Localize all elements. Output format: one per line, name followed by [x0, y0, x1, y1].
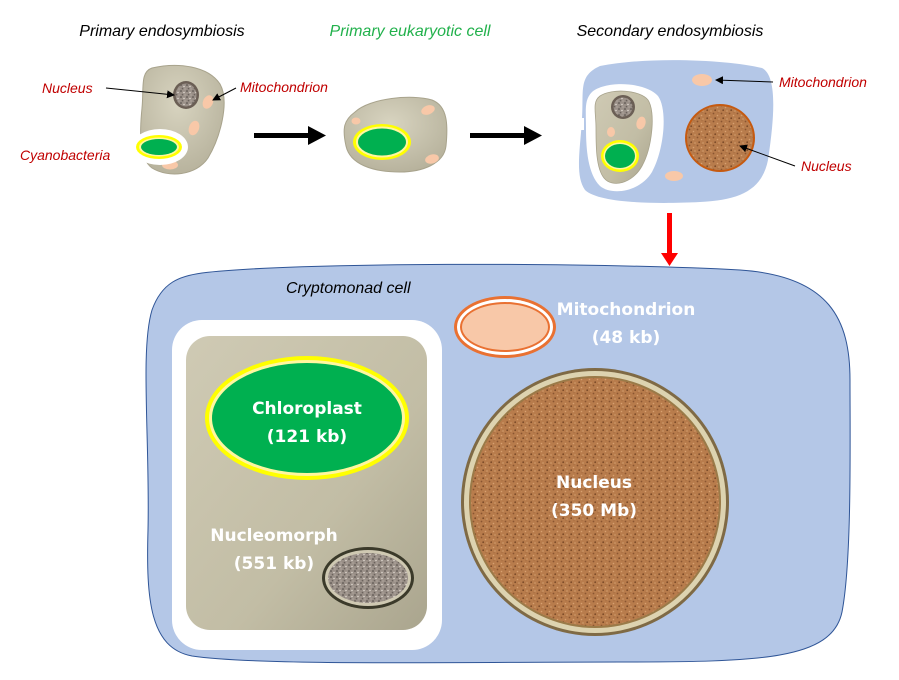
- chloroplast-label: Chloroplast: [252, 399, 362, 419]
- nucleus: [461, 368, 729, 636]
- nucleomorph: [322, 547, 414, 609]
- arrow-down-icon: [661, 213, 678, 266]
- label-nucleus-right: Nucleus: [801, 158, 852, 174]
- mitochondrion: [454, 296, 556, 358]
- mitochondrion-label: Mitochondrion: [557, 300, 696, 320]
- nucleus-label: Nucleus: [556, 473, 632, 493]
- chloroplast: [205, 356, 409, 480]
- primary-eukaryotic-cell: [343, 96, 448, 173]
- arrow-right-icon: [470, 126, 542, 145]
- chloroplast-size: (121 kb): [267, 427, 347, 447]
- label-nucleus-left: Nucleus: [42, 80, 93, 96]
- pointer-arrow-icon: [739, 144, 796, 167]
- pointer-arrow-icon: [715, 76, 774, 85]
- heading-secondary-endosymbiosis: Secondary endosymbiosis: [577, 23, 764, 40]
- heading-primary-endosymbiosis: Primary endosymbiosis: [79, 23, 244, 40]
- label-cyanobacteria: Cyanobacteria: [20, 147, 110, 163]
- pointer-arrow-icon: [105, 87, 175, 99]
- arrow-right-icon: [254, 126, 326, 145]
- heading-primary-eukaryotic-cell: Primary eukaryotic cell: [330, 23, 491, 40]
- secondary-endosymbiosis-cell: [576, 60, 774, 203]
- nucleomorph-label: Nucleomorph: [210, 526, 338, 546]
- primary-endosymbiosis-cell: [132, 64, 225, 175]
- nucleus-size: (350 Mb): [551, 501, 637, 521]
- pointer-arrow-icon: [212, 87, 237, 101]
- cryptomonad-title: Cryptomonad cell: [286, 280, 411, 297]
- mitochondrion-size: (48 kb): [592, 328, 661, 348]
- nucleomorph-size: (551 kb): [234, 554, 314, 574]
- label-mitochondrion-left: Mitochondrion: [240, 79, 328, 95]
- label-mitochondrion-right: Mitochondrion: [779, 74, 867, 90]
